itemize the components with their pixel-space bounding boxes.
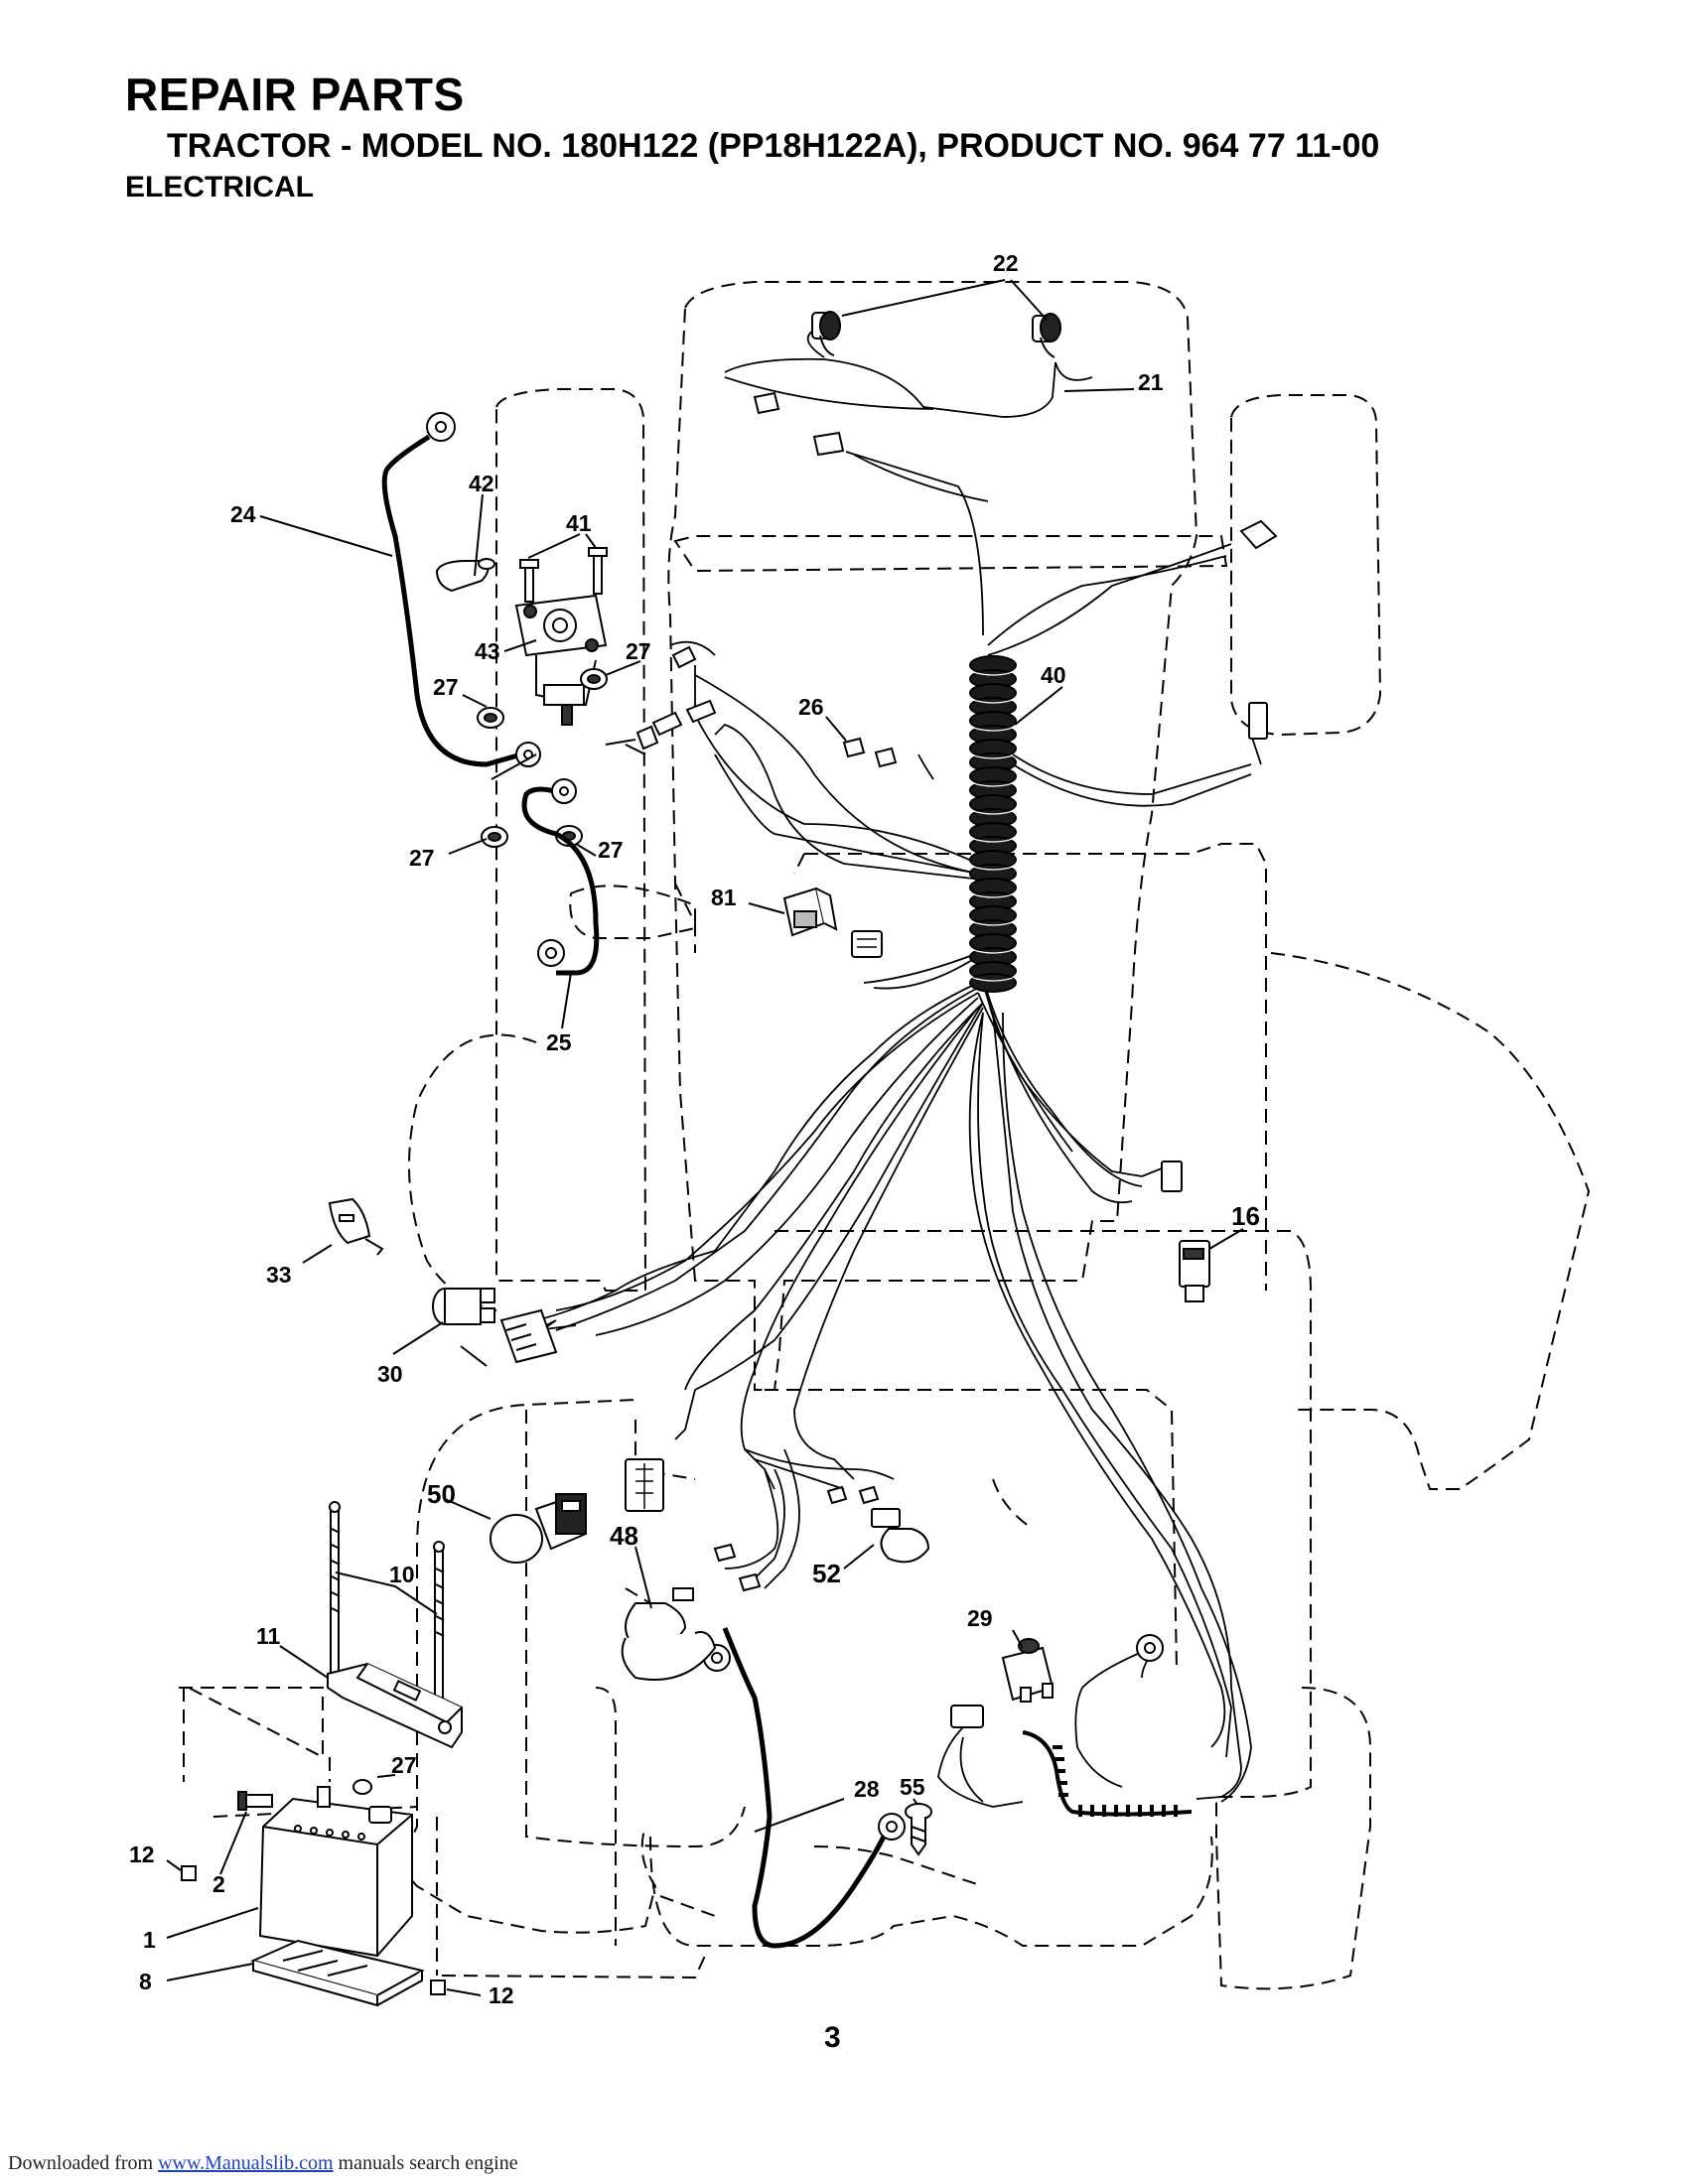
page-number: 3 (824, 2021, 841, 2054)
connector-detail-lines (635, 938, 877, 1509)
callout-2: 2 (212, 1871, 225, 1897)
headlight-right (1032, 313, 1061, 358)
battery-1 (258, 1786, 413, 1958)
footer-suffix: manuals search engine (333, 2152, 518, 2174)
solenoid-43 (514, 594, 608, 726)
headlight-left (811, 311, 841, 356)
lamp-48 (621, 1587, 717, 1681)
callout-1: 1 (143, 1927, 156, 1953)
battery-tray-8 (250, 1939, 425, 2007)
push-nuts-12 (181, 1865, 446, 1995)
callout-40: 40 (1041, 662, 1066, 688)
main-wire-harness (515, 327, 1262, 1808)
hold-down-bracket-11 (327, 1662, 463, 1749)
manualslib-link[interactable]: www.Manualslib.com (158, 2152, 334, 2174)
callout-27-lower-left: 27 (409, 845, 435, 871)
lamp-52 (871, 1508, 930, 1564)
callout-11: 11 (256, 1623, 281, 1649)
footer-prefix: Downloaded from (8, 2152, 159, 2174)
callout-8: 8 (139, 1969, 152, 1994)
footer: Downloaded from www.Manualslib.com manua… (8, 2152, 518, 2175)
callout-43: 43 (475, 638, 500, 664)
callout-12-right: 12 (489, 1982, 514, 2008)
light-switch-50 (490, 1493, 588, 1564)
screw-55 (905, 1803, 932, 1856)
callout-26: 26 (798, 694, 824, 720)
callout-27-battery: 27 (391, 1752, 417, 1778)
callout-41: 41 (566, 510, 592, 536)
callout-42: 42 (469, 471, 494, 496)
callout-10: 10 (389, 1562, 415, 1587)
seat-switch-29 (1001, 1638, 1055, 1703)
callout-55: 55 (900, 1774, 925, 1800)
battery-bolt-2 (237, 1791, 273, 1811)
solenoid-bolts-41 (519, 547, 608, 603)
callout-81: 81 (711, 885, 737, 910)
battery-cables (381, 434, 887, 1949)
relay-81 (782, 887, 838, 937)
callout-33: 33 (266, 1262, 292, 1288)
hex-nuts-27 (352, 668, 608, 1795)
callout-12-left: 12 (129, 1842, 155, 1867)
connectors (625, 391, 1278, 1728)
leader-lines (166, 279, 1244, 1996)
callout-48: 48 (610, 1521, 638, 1551)
callout-25: 25 (546, 1029, 572, 1055)
callout-21: 21 (1138, 369, 1164, 395)
callout-28: 28 (854, 1776, 880, 1802)
page-title: REPAIR PARTS (125, 68, 465, 120)
fuse-holder-26 (635, 699, 717, 751)
callout-30: 30 (377, 1361, 403, 1387)
section-title: ELECTRICAL (125, 171, 314, 204)
coiled-cord (1022, 1730, 1193, 1817)
callout-27-right: 27 (626, 638, 651, 664)
callout-50: 50 (427, 1479, 456, 1509)
ground-wire-25 (491, 739, 646, 780)
model-line: TRACTOR - MODEL NO. 180H122 (PP18H122A),… (167, 127, 1380, 165)
conduit-40 (969, 655, 1017, 993)
callout-29: 29 (967, 1605, 993, 1631)
brake-switch-16 (1179, 1240, 1210, 1302)
ignition-switch-30 (432, 1288, 558, 1367)
callout-16: 16 (1231, 1201, 1260, 1231)
callout-labels: 22 21 42 41 24 43 27 27 40 26 27 27 81 2… (129, 250, 1260, 2008)
callout-22: 22 (993, 250, 1019, 276)
callout-52: 52 (812, 1559, 841, 1588)
callout-27-left: 27 (433, 674, 459, 700)
callout-24: 24 (230, 501, 256, 527)
tractor-outline (179, 281, 1591, 1990)
key-33 (328, 1197, 384, 1256)
electrical-parts-diagram: 22 21 42 41 24 43 27 27 40 26 27 27 81 2… (129, 250, 1591, 2008)
solenoid-boot-42 (435, 558, 495, 593)
callout-27-lower-right: 27 (598, 837, 624, 863)
